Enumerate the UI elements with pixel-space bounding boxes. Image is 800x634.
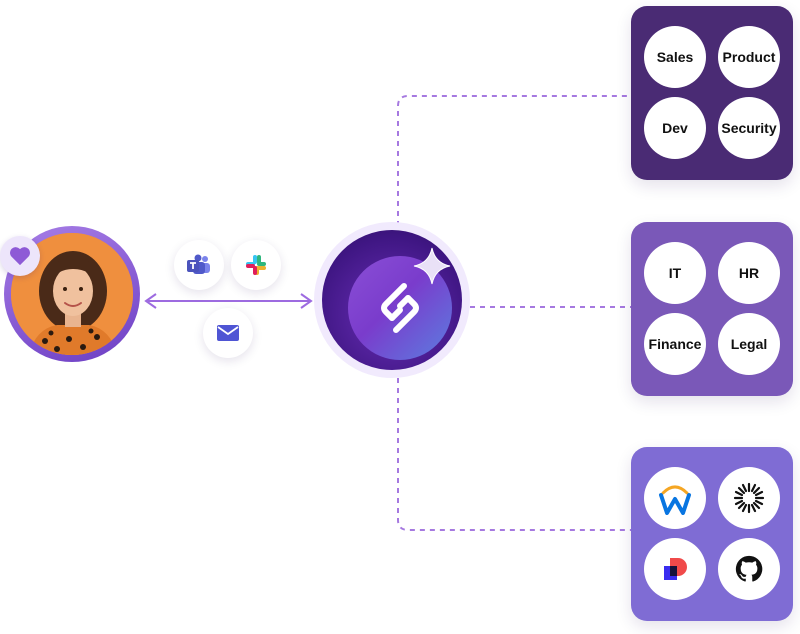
group-security[interactable]: Security (718, 97, 780, 159)
integration-sunburst[interactable] (718, 467, 780, 529)
central-hub[interactable] (314, 222, 470, 378)
group-hr[interactable]: HR (718, 242, 780, 304)
group-legal[interactable]: Legal (718, 313, 780, 375)
sparkle-badge (412, 246, 452, 291)
branch-bottom (397, 378, 631, 531)
avatar-photo (11, 233, 133, 355)
hub-ring (322, 230, 462, 370)
teams-card: Sales Product Dev Security (631, 6, 793, 180)
mail-icon (217, 325, 239, 341)
group-it[interactable]: IT (644, 242, 706, 304)
teams-channel[interactable] (174, 240, 224, 290)
departments-card: IT HR Finance Legal (631, 222, 793, 396)
microsoft-teams-icon (187, 254, 210, 274)
branch-top (397, 95, 631, 226)
arrowhead-right (300, 293, 313, 309)
group-sales[interactable]: Sales (644, 26, 706, 88)
red-blue-app-icon (664, 558, 687, 580)
integration-workday[interactable] (644, 467, 706, 529)
github-icon (735, 555, 763, 582)
heart-badge (0, 236, 40, 276)
slack-channel[interactable] (231, 240, 281, 290)
user-avatar[interactable] (4, 226, 140, 362)
email-channel[interactable] (203, 308, 253, 358)
hub-logo-icon (381, 283, 419, 333)
sunburst-app-icon (733, 482, 765, 514)
group-product[interactable]: Product (718, 26, 780, 88)
integration-github[interactable] (718, 538, 780, 600)
group-finance[interactable]: Finance (644, 313, 706, 375)
integration-red-blue-app[interactable] (644, 538, 706, 600)
arrowhead-left (144, 293, 157, 309)
group-dev[interactable]: Dev (644, 97, 706, 159)
sparkle-icon (413, 247, 451, 285)
workday-icon (659, 485, 691, 515)
integrations-card (631, 447, 793, 621)
slack-icon (246, 255, 266, 275)
heart-icon (10, 247, 30, 266)
person-illustration (11, 233, 133, 355)
